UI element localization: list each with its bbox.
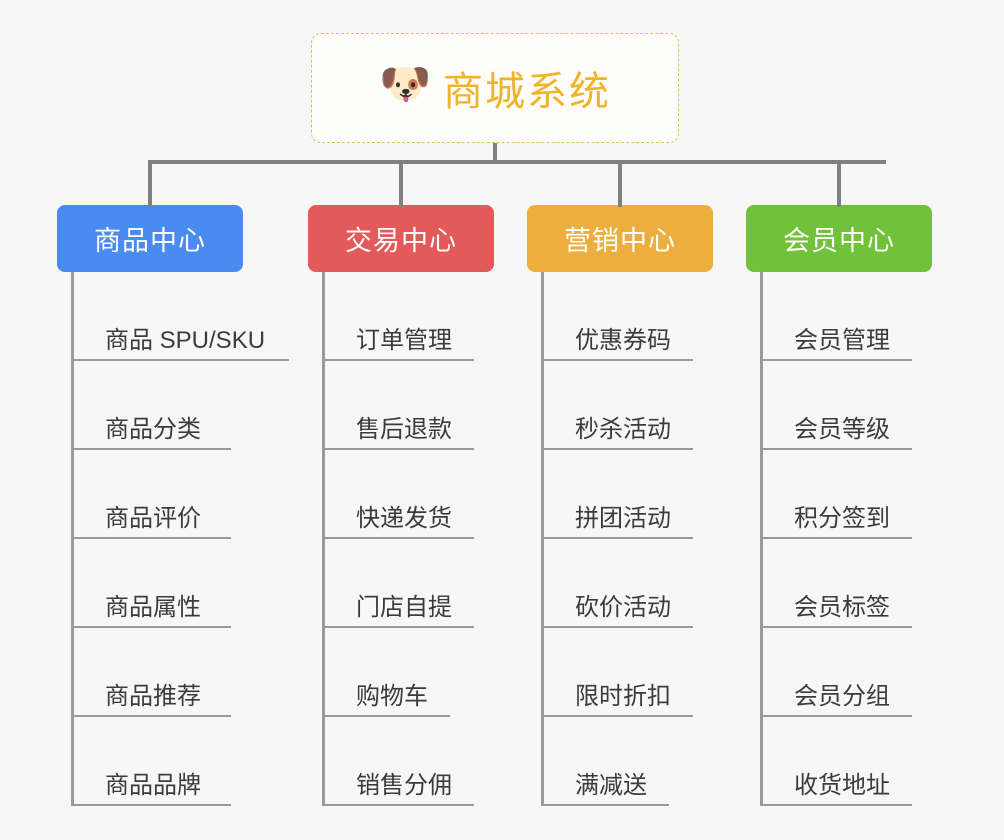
branch-item[interactable]: 购物车 <box>322 628 450 717</box>
connector-root-stem <box>493 143 497 164</box>
branch-item[interactable]: 商品属性 <box>71 539 231 628</box>
branch-item[interactable]: 优惠券码 <box>541 272 693 361</box>
category-box-2[interactable]: 交易中心 <box>308 205 494 272</box>
connector-drop-2 <box>399 160 403 207</box>
shiba-dog-face-icon: 🐶 <box>379 60 432 107</box>
category-box-3[interactable]: 营销中心 <box>527 205 713 272</box>
branch-item[interactable]: 商品品牌 <box>71 717 231 806</box>
branch-item-label: 优惠券码 <box>575 327 671 355</box>
branch-spine-4 <box>760 272 763 806</box>
branch-item[interactable]: 商品评价 <box>71 450 231 539</box>
connector-drop-4 <box>837 160 841 207</box>
branch-spine-3 <box>541 272 544 806</box>
connector-drop-3 <box>618 160 622 207</box>
branch-column-2: 交易中心订单管理售后退款快递发货门店自提购物车销售分佣 <box>308 205 494 806</box>
branch-column-4: 会员中心会员管理会员等级积分签到会员标签会员分组收货地址 <box>746 205 932 806</box>
branch-item[interactable]: 限时折扣 <box>541 628 693 717</box>
category-label: 交易中心 <box>345 226 457 256</box>
branch-item-label: 商品属性 <box>105 594 201 622</box>
branch-item-label: 积分签到 <box>794 505 890 533</box>
category-box-4[interactable]: 会员中心 <box>746 205 932 272</box>
category-box-1[interactable]: 商品中心 <box>57 205 243 272</box>
branch-item[interactable]: 订单管理 <box>322 272 474 361</box>
branch-item-label: 收货地址 <box>794 772 890 800</box>
branch-item[interactable]: 砍价活动 <box>541 539 693 628</box>
branch-item-label: 商品 SPU/SKU <box>105 327 266 355</box>
branch-item-label: 商品分类 <box>105 416 201 444</box>
branch-item-label: 商品推荐 <box>105 683 201 711</box>
branch-item[interactable]: 会员管理 <box>760 272 912 361</box>
branch-spine-2 <box>322 272 325 806</box>
branch-item[interactable]: 会员等级 <box>760 361 912 450</box>
branch-item[interactable]: 商品分类 <box>71 361 231 450</box>
connector-drop-1 <box>148 160 152 207</box>
branch-spine-1 <box>71 272 74 806</box>
branch-column-1: 商品中心商品 SPU/SKU 商品分类商品评价商品属性商品推荐商品品牌 <box>57 205 289 806</box>
branch-item[interactable]: 快递发货 <box>322 450 474 539</box>
branch-item[interactable]: 会员标签 <box>760 539 912 628</box>
branch-item-label: 销售分佣 <box>356 772 452 800</box>
branch-item[interactable]: 售后退款 <box>322 361 474 450</box>
branch-item-label: 会员分组 <box>794 683 890 711</box>
root-node-label: 商城系统 <box>443 70 611 114</box>
branch-item-label: 门店自提 <box>356 594 452 622</box>
branch-item-label: 会员管理 <box>794 327 890 355</box>
branch-item-label: 售后退款 <box>356 416 452 444</box>
branch-item[interactable]: 门店自提 <box>322 539 474 628</box>
branch-item-label: 拼团活动 <box>575 505 671 533</box>
branch-item-label: 商品评价 <box>105 505 201 533</box>
category-label: 营销中心 <box>564 226 676 256</box>
branch-item[interactable]: 积分签到 <box>760 450 912 539</box>
branch-item[interactable]: 收货地址 <box>760 717 912 806</box>
branch-item-label: 秒杀活动 <box>575 416 671 444</box>
branch-column-3: 营销中心优惠券码秒杀活动拼团活动砍价活动限时折扣满减送 <box>527 205 713 806</box>
branch-item-label: 限时折扣 <box>575 683 671 711</box>
branch-item-label: 砍价活动 <box>575 594 671 622</box>
branch-item[interactable]: 满减送 <box>541 717 669 806</box>
branch-item-label: 购物车 <box>356 683 428 711</box>
branch-item-label: 订单管理 <box>356 327 452 355</box>
branch-item-label: 会员标签 <box>794 594 890 622</box>
root-node[interactable]: 🐶 商城系统 <box>311 33 679 143</box>
category-label: 会员中心 <box>783 226 895 256</box>
branch-item[interactable]: 秒杀活动 <box>541 361 693 450</box>
branch-item-label: 会员等级 <box>794 416 890 444</box>
branch-item-label: 快递发货 <box>356 505 452 533</box>
branch-item-label: 满减送 <box>575 772 647 800</box>
branch-item[interactable]: 商品推荐 <box>71 628 231 717</box>
branch-item[interactable]: 会员分组 <box>760 628 912 717</box>
category-label: 商品中心 <box>94 226 206 256</box>
branch-item-label: 商品品牌 <box>105 772 201 800</box>
connector-horizontal-bus <box>148 160 886 164</box>
branch-item[interactable]: 销售分佣 <box>322 717 474 806</box>
branch-item[interactable]: 拼团活动 <box>541 450 693 539</box>
branch-item[interactable]: 商品 SPU/SKU <box>71 272 289 361</box>
